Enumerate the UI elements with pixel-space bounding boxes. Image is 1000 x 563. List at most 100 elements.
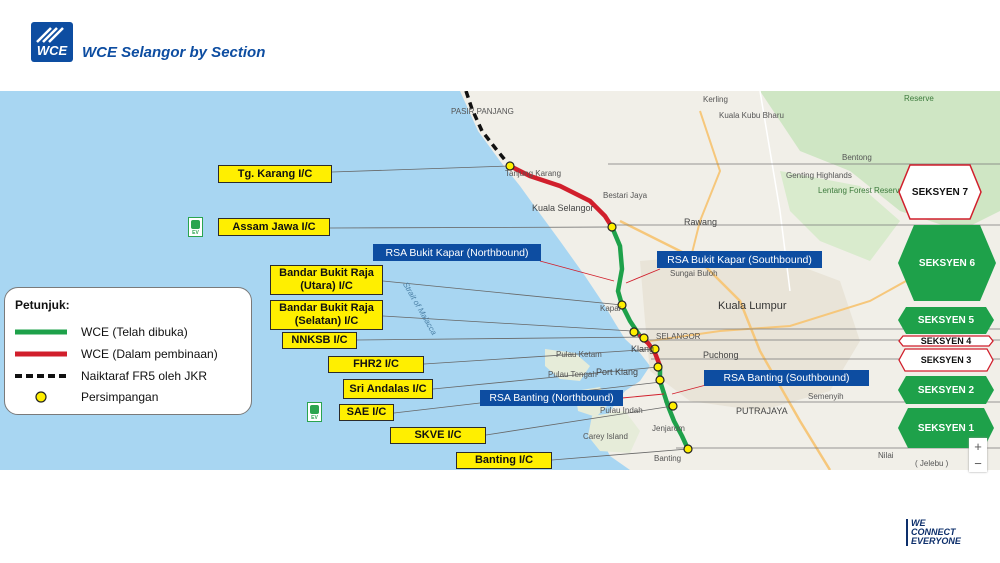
map-label-jenjarom: Jenjarom (652, 424, 685, 433)
map-label-puchong: Puchong (703, 350, 739, 360)
zoom-controls: + − (969, 438, 987, 472)
slogan-line: EVERYONE (911, 536, 961, 546)
section-6-marker (898, 225, 996, 301)
fr5-upgrade-route (464, 91, 512, 168)
legend-title: Petunjuk: (15, 298, 70, 312)
map-legend: Petunjuk: WCE (Telah dibuka) WCE (Dalam … (4, 287, 252, 415)
ic-label-fhr2: FHR2 I/C (328, 356, 424, 373)
zoom-in-button[interactable]: + (974, 439, 982, 454)
map-label-genting: Genting Highlands (786, 171, 852, 180)
section-4-label: SEKSYEN 4 (920, 336, 972, 346)
interchange-dot-skve (668, 401, 678, 411)
section-1-label: SEKSYEN 1 (917, 422, 975, 434)
section-3-label: SEKSYEN 3 (920, 355, 972, 365)
map-label-pasir-panjang: PASIR PANJANG (451, 107, 514, 116)
interchange-dot-sri-andalas (653, 362, 663, 372)
slogan-line: WE (911, 518, 926, 528)
map-label-nilai: Nilai (878, 451, 894, 460)
map-label-semenyih: Semenyih (808, 392, 844, 401)
rsa-label-banting-northbound: RSA Banting (Northbound) (480, 390, 623, 406)
red-line-icon (15, 351, 67, 357)
interchange-dot-banting (683, 444, 693, 454)
rsa-pointer-lines (539, 260, 707, 399)
zoom-out-button[interactable]: − (974, 456, 982, 471)
map-label-kerling: Kerling (703, 95, 728, 104)
map-label-carey-island: Carey Island (583, 432, 628, 441)
slogan: WE CONNECT EVERYONE (906, 519, 961, 546)
map-label-jelebu: ( Jelebu ) (915, 459, 949, 468)
green-line-icon (15, 329, 67, 335)
ev-charging-icon: EV (307, 402, 322, 422)
map-label-pulau-ketam: Pulau Ketam (556, 350, 602, 359)
map-label-pulau-tengah: Pulau Tengah (548, 370, 597, 379)
interchange-dots (505, 161, 693, 454)
wce-logo: WCE (31, 22, 73, 62)
map-label-rawang: Rawang (684, 217, 718, 227)
wce-open-route-section-5-6 (609, 224, 643, 339)
ev-charging-icon: EV (188, 217, 203, 237)
ic-label-skve: SKVE I/C (390, 427, 486, 444)
ic-label-bbr-utara: Bandar Bukit Raja (Utara) I/C (270, 265, 383, 295)
section-5-marker (898, 307, 994, 334)
ic-label-tg-karang: Tg. Karang I/C (218, 165, 332, 183)
map-label-klang: Klang (631, 344, 655, 354)
ic-label-sri-andalas: Sri Andalas I/C (343, 379, 433, 399)
highway-road (649, 250, 961, 342)
map-label-kuala-lumpur: Kuala Lumpur (718, 300, 787, 312)
legend-label: WCE (Telah dibuka) (81, 325, 188, 339)
interchange-dot-bbr-utara (617, 300, 627, 310)
interchange-dot-sae (655, 375, 665, 385)
map-label-bestari-jaya: Bestari Jaya (603, 191, 648, 200)
logo-text: WCE (36, 43, 68, 58)
section-2-marker (898, 376, 994, 404)
ic-label-assam-jawa: Assam Jawa I/C (218, 218, 330, 236)
legend-label: Naiktaraf FR5 oleh JKR (81, 369, 208, 383)
map-label-port-klang: Port Klang (596, 367, 639, 377)
legend-item-interchange: Persimpangan (15, 389, 158, 405)
legend-item-open: WCE (Telah dibuka) (15, 324, 188, 340)
section-7-marker (898, 164, 982, 220)
section-3-marker (898, 348, 994, 372)
interchange-dot-bbr-selatan (629, 327, 639, 337)
map-label-kuala-selangor: Kuala Selangor (532, 203, 594, 213)
leader-lines (329, 165, 689, 461)
section-2-label: SEKSYEN 2 (917, 384, 975, 396)
dashed-line-icon (15, 374, 67, 378)
carey-island (588, 411, 640, 453)
rsa-label-banting-southbound: RSA Banting (Southbound) (704, 370, 869, 386)
map-label-selangor: SELANGOR (656, 332, 701, 341)
rsa-label-bukit-kapar-southbound: RSA Bukit Kapar (Southbound) (657, 251, 822, 268)
legend-item-construction: WCE (Dalam pembinaan) (15, 346, 218, 362)
interchange-dot-nnksb (639, 333, 649, 343)
section-6-label: SEKSYEN 6 (918, 257, 976, 269)
ic-label-sae: SAE I/C (339, 404, 394, 421)
section-5-label: SEKSYEN 5 (917, 315, 975, 326)
legend-label: Persimpangan (81, 390, 159, 404)
slogan-line: CONNECT (911, 527, 956, 537)
interchange-dot-tg-karang (505, 161, 515, 171)
map-label-putrajaya: PUTRAJAYA (736, 406, 788, 416)
ic-label-bbr-selatan: Bandar Bukit Raja (Selatan) I/C (270, 300, 383, 330)
interchange-dot-assam-jawa (607, 222, 617, 232)
ic-label-nnksb: NNKSB I/C (282, 332, 357, 349)
yellow-dot-icon (35, 391, 47, 403)
ic-label-banting: Banting I/C (456, 452, 552, 469)
map-label-reserve: Reserve (904, 94, 934, 103)
section-7-label: SEKSYEN 7 (911, 186, 969, 198)
legend-label: WCE (Dalam pembinaan) (81, 347, 218, 361)
map-label-banting: Banting (654, 454, 682, 463)
map-label-pulau-indah: Pulau Indah (600, 406, 643, 415)
map-label-kuala-kubu-bharu: Kuala Kubu Bharu (719, 111, 784, 120)
legend-item-upgrade: Naiktaraf FR5 oleh JKR (15, 368, 207, 384)
map-label-bentong: Bentong (842, 153, 872, 162)
map-label-lentang: Lentang Forest Reserve (818, 186, 904, 195)
map-label-tanjung-karang: Tanjung Karang (505, 169, 562, 178)
logo-swoosh-icon (36, 27, 64, 43)
interchange-dot-fhr2 (650, 344, 660, 354)
highway-road (689, 110, 722, 262)
rsa-label-bukit-kapar-northbound: RSA Bukit Kapar (Northbound) (373, 244, 541, 261)
map-label-sungai-buloh: Sungai Buloh (670, 269, 718, 278)
section-4-marker (898, 335, 994, 347)
genting-highlands-area (780, 171, 900, 261)
pulau-ketam (545, 349, 590, 381)
